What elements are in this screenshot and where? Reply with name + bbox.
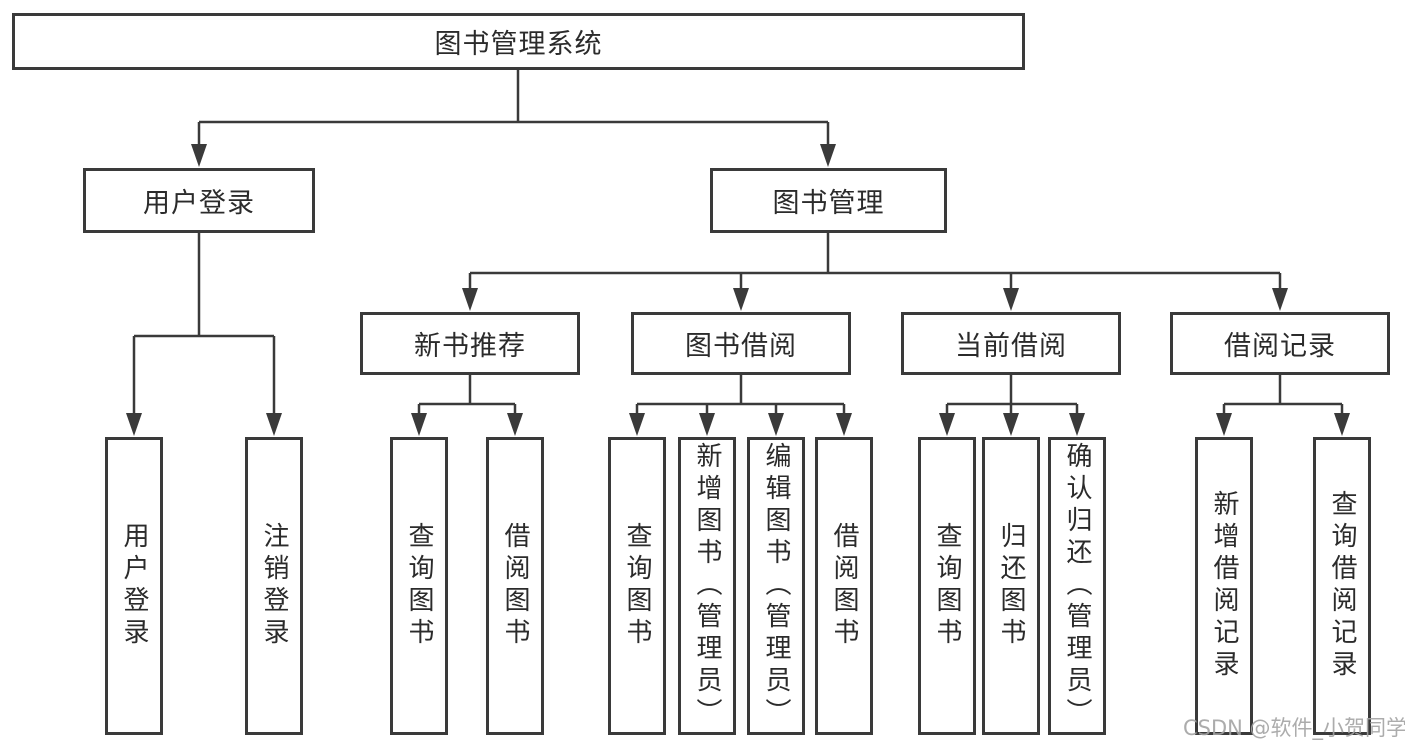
connector-login-to-leaves [132,233,276,414]
connector-root-to-level2 [197,70,830,146]
node-book-borrowing: 图书借阅 [631,312,851,375]
leaf-edit-books-admin: 编辑图书（管理员） [747,437,805,735]
connector-mgmt-to-level3 [468,233,1282,290]
node-label: 新增借阅记录 [1209,490,1239,682]
leaf-borrow-query-books: 查询图书 [608,437,666,735]
node-label: 用户登录 [119,522,149,650]
node-library-system: 图书管理系统 [12,13,1025,70]
node-label: 查询借阅记录 [1327,490,1357,682]
node-label: 当前借阅 [955,331,1067,362]
node-label: 查询图书 [622,522,652,650]
node-label: 新增图书（管理员） [692,442,722,730]
leaf-confirm-return-admin: 确认归还（管理员） [1048,437,1106,735]
connector-records-to-leaves [1222,375,1344,414]
leaf-user-login: 用户登录 [105,437,163,735]
node-label: 借阅图书 [829,522,859,650]
node-label: 图书借阅 [685,331,797,362]
node-label: 查询图书 [932,522,962,650]
leaf-return-books: 归还图书 [982,437,1040,735]
node-label: 借阅记录 [1224,331,1336,362]
node-user-login-group: 用户登录 [83,168,315,233]
leaf-logout: 注销登录 [245,437,303,735]
leaf-query-borrow-record: 查询借阅记录 [1313,437,1371,735]
leaf-add-borrow-record: 新增借阅记录 [1195,437,1253,735]
node-label: 用户登录 [143,188,255,219]
leaf-add-books-admin: 新增图书（管理员） [678,437,736,735]
node-label: 借阅图书 [500,522,530,650]
connector-current-to-leaves [945,375,1079,414]
arrowheads [126,144,1350,436]
node-borrowing-records: 借阅记录 [1170,312,1390,375]
node-label: 查询图书 [404,522,434,650]
connector-borrow-to-leaves [635,375,846,414]
node-label: 新书推荐 [414,331,526,362]
node-book-management: 图书管理 [710,168,947,233]
node-label: 图书管理 [772,188,885,219]
csdn-watermark: CSDN @软件_小贺同学 [1183,716,1405,740]
node-new-book-recommend: 新书推荐 [360,312,580,375]
node-label: 编辑图书（管理员） [761,442,791,730]
node-label: 归还图书 [996,522,1026,650]
connector-newrec-to-leaves [417,375,517,414]
leaf-borrow-books: 借阅图书 [815,437,873,735]
leaf-current-query-books: 查询图书 [918,437,976,735]
node-current-borrowing: 当前借阅 [901,312,1121,375]
node-label: 图书管理系统 [434,29,603,60]
node-label: 确认归还（管理员） [1062,442,1092,730]
leaf-newrec-query-books: 查询图书 [390,437,448,735]
leaf-newrec-borrow-books: 借阅图书 [486,437,544,735]
node-label: 注销登录 [259,522,289,650]
